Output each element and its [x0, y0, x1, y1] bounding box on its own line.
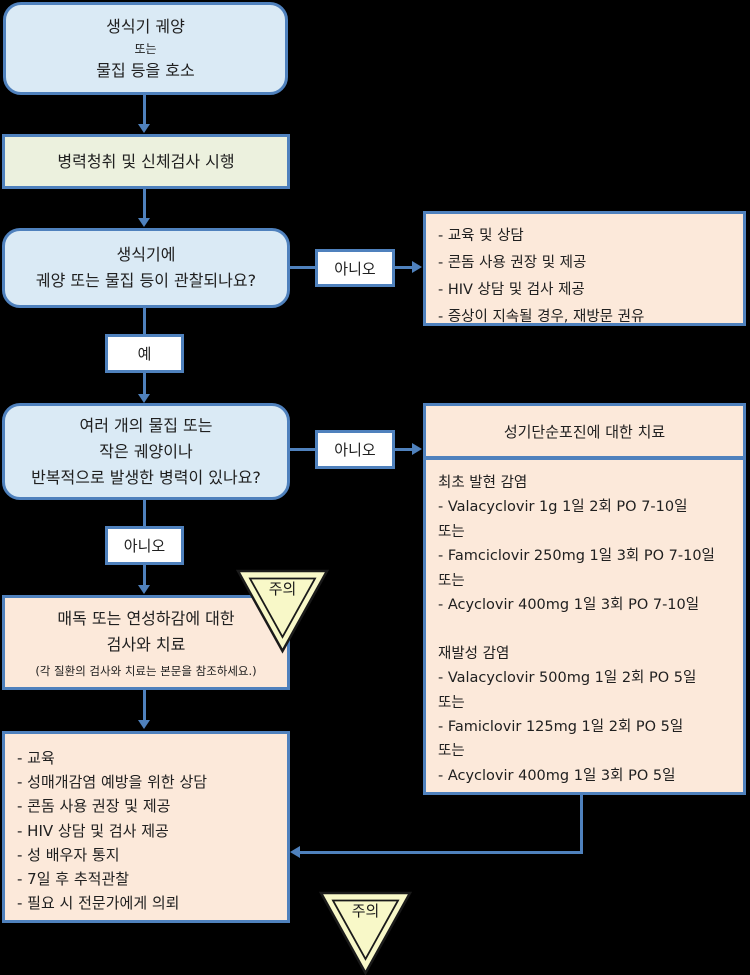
- final-item: - 성매개감염 예방을 위한 상담: [17, 773, 208, 792]
- syphilis-line-1: 매독 또는 연성하감에 대한: [57, 609, 235, 628]
- connector-q2-no2: [288, 448, 316, 451]
- history-box: 병력청취 및 신체검사 시행: [2, 134, 290, 189]
- connector-q2-no3: [143, 499, 146, 527]
- connector-no3-syphilis: [143, 564, 146, 586]
- herpes-body-line: - Famiclovir 125mg 1일 2회 PO 5일: [438, 718, 684, 735]
- arrowhead-down-icon: [138, 585, 150, 594]
- caution-triangle-1: [235, 569, 330, 654]
- complaint-line-2: 또는: [134, 41, 157, 56]
- caution-triangle-2: [318, 891, 413, 975]
- herpes-body-line: - Valacyclovir 500mg 1일 2회 PO 5일: [438, 670, 697, 687]
- syphilis-note: (각 질환의 검사와 치료는 본문을 참조하세요.): [35, 664, 257, 678]
- connector-yes-q2: [143, 372, 146, 395]
- no-label-1: 아니오: [315, 249, 395, 287]
- syphilis-line-2: 검사와 치료: [106, 635, 186, 654]
- q2-box: 여러 개의 물집 또는 작은 궤양이나 반복적으로 발생한 병력이 있나요?: [2, 403, 290, 500]
- final-item: - 콘돔 사용 권장 및 제공: [17, 797, 171, 816]
- yes-label-text: 예: [137, 345, 152, 363]
- arrowhead-down-icon: [138, 394, 150, 403]
- final-item: - 성 배우자 통지: [17, 845, 120, 864]
- final-item: - 교육: [17, 749, 55, 767]
- caution-triangle-inner: [248, 577, 317, 639]
- arrowhead-left-icon: [290, 846, 300, 858]
- final-item: - 7일 후 추적관찰: [17, 870, 130, 889]
- outcome1-item: - 콘돔 사용 권장 및 제공: [438, 255, 587, 271]
- no-label-2: 아니오: [315, 430, 395, 469]
- herpes-header-box: 성기단순포진에 대한 치료: [423, 403, 746, 459]
- arrowhead-right-icon: [412, 261, 422, 273]
- outcome1-item: - 증상이 지속될 경우, 재방문 권유: [438, 309, 645, 325]
- connector-elbow-final: [299, 851, 583, 854]
- herpes-body-line: 또는: [438, 523, 465, 540]
- q2-line-2: 작은 궤양이나: [99, 441, 193, 461]
- final-item: - HIV 상담 및 검사 제공: [17, 821, 169, 840]
- connector-no1-outcome1: [393, 266, 413, 269]
- herpes-title: 성기단순포진에 대한 치료: [503, 422, 666, 441]
- connector-no2-herpes: [393, 448, 413, 451]
- herpes-body-line: 최초 발현 감염: [438, 475, 528, 491]
- syphilis-box: 매독 또는 연성하감에 대한 검사와 치료 (각 질환의 검사와 치료는 본문을…: [2, 595, 290, 690]
- no-label-2-text: 아니오: [334, 441, 376, 459]
- complaint-box: 생식기 궤양 또는 물집 등을 호소: [3, 2, 288, 95]
- herpes-body-line: 또는: [438, 743, 465, 760]
- arrowhead-down-icon: [138, 720, 150, 729]
- herpes-body-line: - Acyclovir 400mg 1일 3회 PO 7-10일: [438, 596, 700, 613]
- outcome1-item: - HIV 상담 및 검사 제공: [438, 282, 585, 298]
- caution-triangle-inner: [331, 899, 400, 961]
- caution-label-2: 주의: [351, 902, 380, 920]
- herpes-body-line: - Famciclovir 250mg 1일 3회 PO 7-10일: [438, 548, 715, 565]
- connector-syphilis-final: [143, 689, 146, 721]
- connector-complaint-history: [143, 94, 146, 125]
- no-label-3-text: 아니오: [123, 537, 166, 555]
- herpes-body-line: - Valacyclovir 1g 1일 2회 PO 7-10일: [438, 499, 688, 516]
- arrowhead-right-icon: [412, 443, 422, 455]
- q2-line-3: 반복적으로 발생한 병력이 있나요?: [31, 467, 261, 487]
- herpes-body-line: [438, 617, 731, 641]
- herpes-body-line: - Acyclovir 400mg 1일 3회 PO 5일: [438, 767, 676, 784]
- connector-herpes-elbow: [580, 794, 583, 854]
- q2-line-1: 여러 개의 물집 또는: [79, 415, 213, 435]
- connector-q1-no1: [288, 266, 316, 269]
- herpes-body-line: 재발성 감염: [438, 645, 510, 662]
- caution-triangle-outer: [318, 891, 413, 975]
- history-label: 병력청취 및 신체검사 시행: [57, 151, 235, 171]
- q1-box: 생식기에 궤양 또는 물집 등이 관찰되나요?: [2, 228, 290, 308]
- outcome1-item: - 교육 및 상담: [438, 228, 524, 244]
- no-label-1-text: 아니오: [334, 259, 376, 278]
- q1-line-1: 생식기에: [116, 245, 176, 264]
- herpes-body-line: 또는: [438, 572, 465, 589]
- herpes-body-line: 또는: [438, 694, 465, 711]
- caution-label-1: 주의: [268, 580, 297, 598]
- complaint-line-1: 생식기 궤양: [106, 16, 185, 36]
- no-label-3: 아니오: [105, 526, 184, 565]
- complaint-line-3: 물집 등을 호소: [96, 60, 195, 80]
- final-item: - 필요 시 전문가에게 의뢰: [17, 894, 180, 913]
- caution-triangle-outer: [235, 569, 330, 654]
- final-box: - 교육 - 성매개감염 예방을 위한 상담 - 콘돔 사용 권장 및 제공 -…: [2, 731, 290, 923]
- connector-history-q1: [143, 188, 146, 219]
- arrowhead-down-icon: [138, 124, 150, 133]
- herpes-body-box: 최초 발현 감염 - Valacyclovir 1g 1일 2회 PO 7-10…: [423, 457, 746, 795]
- yes-label: 예: [105, 334, 184, 373]
- outcome1-box: - 교육 및 상담 - 콘돔 사용 권장 및 제공 - HIV 상담 및 검사 …: [423, 211, 746, 326]
- arrowhead-down-icon: [138, 218, 150, 227]
- q1-line-2: 궤양 또는 물집 등이 관찰되나요?: [35, 271, 257, 290]
- connector-q1-yes: [143, 306, 146, 335]
